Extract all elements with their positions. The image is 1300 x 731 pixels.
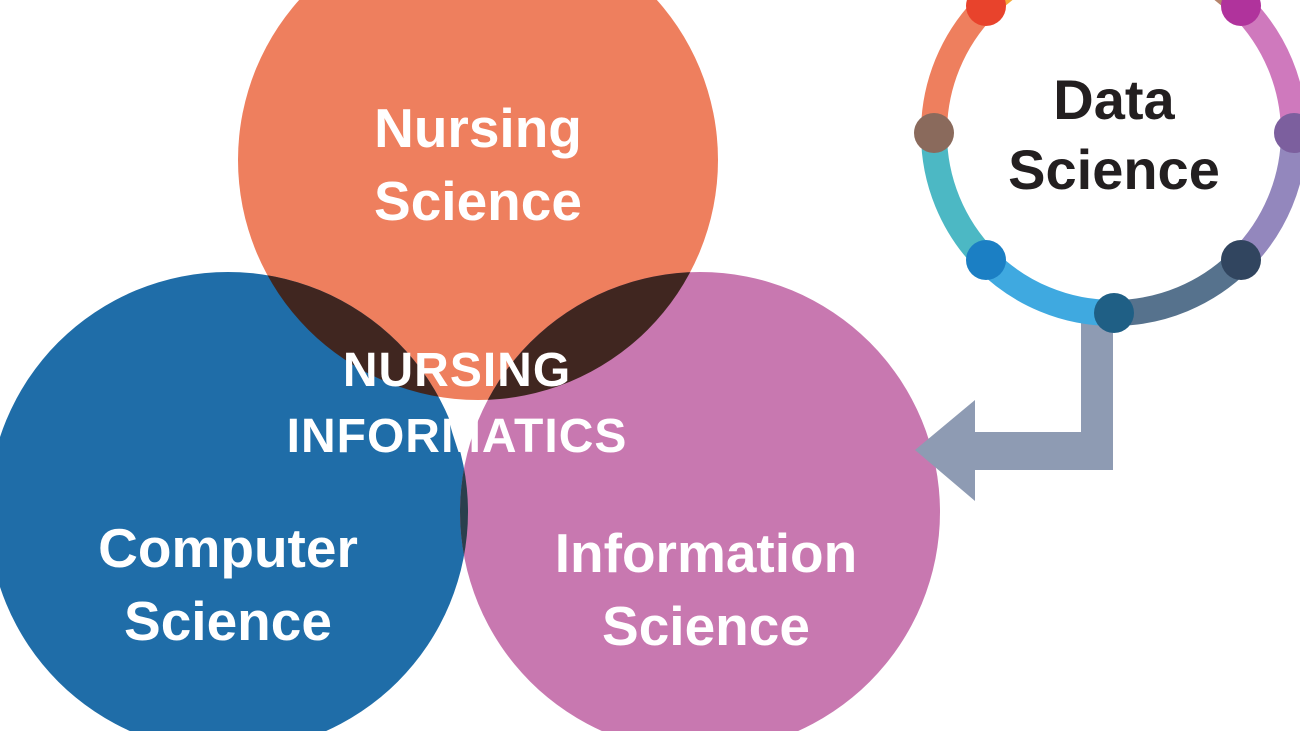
ring-dot-navy-dot <box>1221 240 1261 280</box>
data-science-node[interactable]: Data Science <box>914 0 1300 333</box>
label-nursing-informatics-line2: INFORMATICS <box>287 410 628 463</box>
ring-dot-red-dot <box>966 0 1006 26</box>
label-nursing-science-line1: Nursing <box>374 97 582 159</box>
ring-dot-violet-dot <box>1274 113 1300 153</box>
arrow-shape <box>915 195 1113 501</box>
ring-dot-blue-dot <box>966 240 1006 280</box>
label-nursing-science-line2: Science <box>374 170 582 232</box>
label-data-science-line2: Science <box>1008 138 1220 201</box>
data-science-ring-dots <box>914 0 1300 333</box>
label-nursing-science: Nursing Science <box>374 97 582 232</box>
elbow-arrow-connector <box>915 195 1113 501</box>
label-nursing-informatics: NURSING INFORMATICS <box>287 344 628 463</box>
label-nursing-informatics-line1: NURSING <box>343 344 571 397</box>
ring-dot-brown-dot <box>914 113 954 153</box>
label-information-science-line1: Information <box>555 522 857 584</box>
label-computer-science-line1: Computer <box>98 517 358 579</box>
label-information-science: Information Science <box>555 522 857 657</box>
label-information-science-line2: Science <box>602 595 810 657</box>
ring-dot-steel-dot <box>1094 293 1134 333</box>
label-computer-science: Computer Science <box>98 517 358 652</box>
ring-dot-magenta-dot <box>1221 0 1261 26</box>
venn-circle-information-science[interactable] <box>460 272 940 731</box>
venn-circle-computer-science[interactable] <box>0 272 468 731</box>
label-data-science-line1: Data <box>1053 68 1175 131</box>
label-computer-science-line2: Science <box>124 590 332 652</box>
venn-diagram: Nursing Science Computer Science Informa… <box>0 0 940 731</box>
data-science-disc <box>946 0 1282 301</box>
label-data-science: Data Science <box>1008 68 1220 201</box>
